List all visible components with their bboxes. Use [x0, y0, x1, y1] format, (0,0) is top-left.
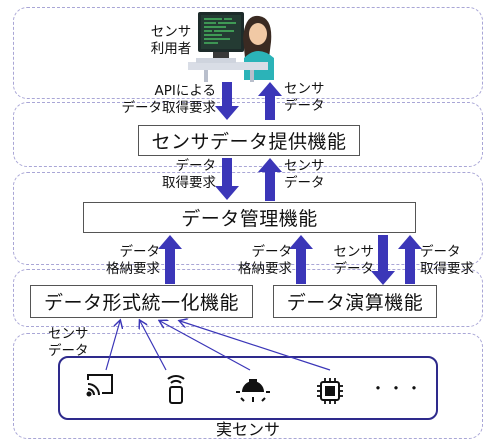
get-request-label: データ 取得要求 [120, 158, 216, 192]
processing-layer [13, 269, 483, 327]
sensor-data-provide-box: センサデータ提供機能 [138, 125, 360, 156]
cast-icon [86, 374, 113, 397]
api-request-label: APIによる データ取得要求 [80, 83, 217, 117]
ellipsis-label: ・・・ [370, 379, 425, 398]
real-sensor-caption: 実センサ [215, 420, 280, 439]
store-request-arrow-right [289, 235, 313, 284]
store-request-label-right-line2: 格納要求 [238, 261, 292, 277]
sensor-input-label: センサ データ [48, 326, 108, 360]
phone-signal-icon [167, 375, 185, 404]
sensor-data-label-compute-line2: データ [333, 261, 375, 277]
api-request-label-line2: データ取得要求 [121, 100, 217, 116]
sensor-data-label-top: センサ データ [284, 81, 344, 115]
data-management-layer [13, 172, 483, 265]
lightbulb-icon [236, 379, 270, 402]
get-request-label-right-line1: データ [420, 244, 461, 260]
store-request-label-right: データ 格納要求 [208, 244, 292, 278]
sensor-data-label-compute-line1: センサ [333, 244, 375, 260]
sensor-data-down-arrow [371, 235, 395, 285]
sensor-input-label-line1: センサ [48, 326, 89, 342]
chip-icon [317, 378, 343, 404]
get-request-label-line2: 取得要求 [162, 175, 216, 191]
get-request-label-right: データ 取得要求 [420, 244, 492, 278]
sensor-data-label-middle-line1: センサ [284, 158, 325, 174]
store-request-label-left: データ 格納要求 [80, 244, 160, 278]
user-label-line2: 利用者 [150, 41, 192, 57]
application-layer [13, 102, 483, 167]
get-request-label-right-line2: 取得要求 [420, 261, 474, 277]
user-layer [13, 7, 483, 99]
sensor-data-up-arrow-top [258, 82, 282, 120]
sensor-input-arrows [105, 321, 331, 371]
api-request-label-line1: APIによる [154, 83, 216, 99]
user-label-line1: センサ [150, 24, 192, 40]
store-request-label-left-line2: 格納要求 [106, 261, 160, 277]
get-request-label-line1: データ [175, 158, 217, 174]
sensor-data-label-middle-line2: データ [284, 175, 325, 191]
sensor-data-label-top-line2: データ [284, 98, 325, 114]
data-management-box: データ管理機能 [83, 202, 416, 233]
sensor-data-label-middle: センサ データ [284, 158, 344, 192]
sensor-data-label-top-line1: センサ [284, 81, 325, 97]
sensor-data-up-arrow-middle [258, 158, 282, 201]
get-request-arrow [215, 158, 239, 200]
store-request-label-right-line1: データ [251, 244, 293, 260]
store-request-label-left-line1: データ [119, 244, 161, 260]
sensor-input-label-line2: データ [48, 343, 89, 359]
user-label: センサ 利用者 [147, 24, 195, 58]
get-request-arrow-right [398, 235, 422, 284]
store-request-arrow-left [158, 235, 182, 284]
data-compute-box: データ演算機能 [273, 285, 437, 318]
sensor-data-label-compute: センサ データ [314, 244, 375, 278]
api-request-arrow [215, 82, 239, 120]
data-format-unify-box: データ形式統一化機能 [30, 285, 253, 318]
sensor-layer [13, 333, 483, 439]
